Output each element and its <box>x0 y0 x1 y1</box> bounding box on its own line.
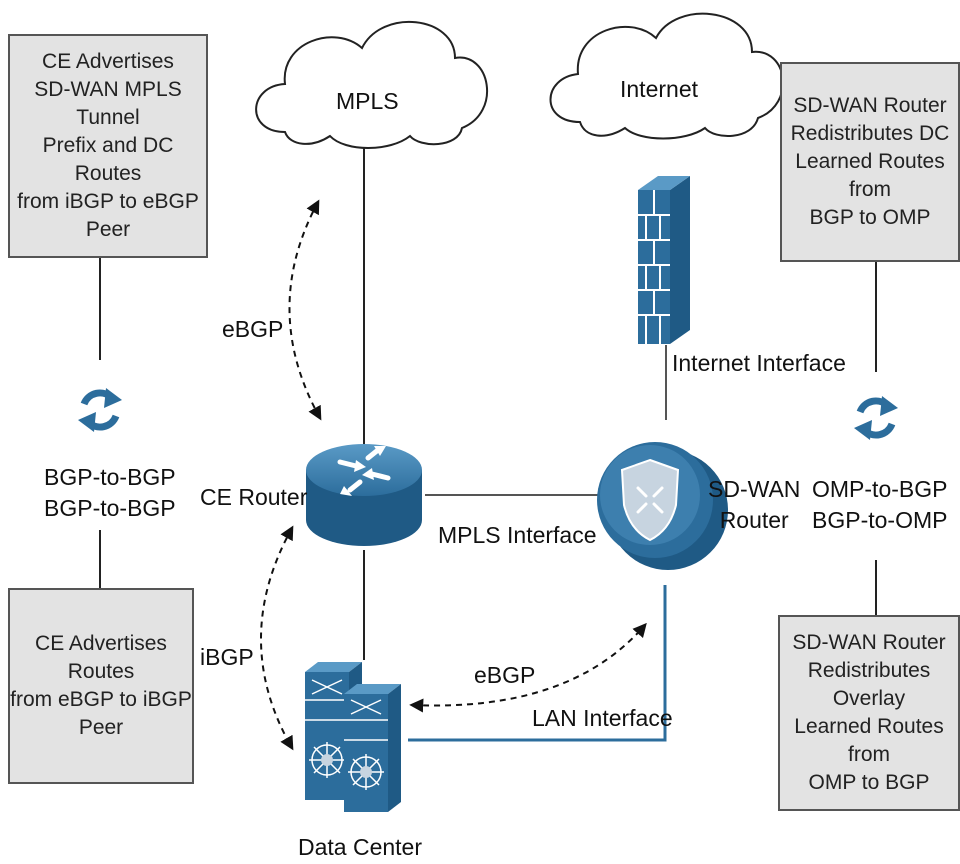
sdwan-router-label: SD-WAN Router <box>708 476 801 533</box>
link-lan-interface <box>408 585 667 742</box>
box-ce-advertises-ebgp-to-ibgp: CE Advertises Routes from eBGP to iBGP P… <box>8 588 194 784</box>
ibgp-arrow <box>260 525 294 751</box>
ibgp-label: iBGP <box>200 644 254 670</box>
lan-interface-label: LAN Interface <box>532 705 673 731</box>
firewall-icon <box>638 176 690 344</box>
box-ce-advertises-ibgp-to-ebgp: CE Advertises SD-WAN MPLS Tunnel Prefix … <box>8 34 208 258</box>
redistribution-left-label: BGP-to-BGP BGP-to-BGP <box>44 464 176 521</box>
data-center-switch-icon <box>344 684 401 812</box>
mpls-interface-label: MPLS Interface <box>438 522 597 548</box>
internet-cloud <box>549 12 784 140</box>
redistribution-right-label: OMP-to-BGP BGP-to-OMP <box>812 476 948 533</box>
internet-cloud-label: Internet <box>620 76 698 102</box>
box-text: CE Advertises Routes from eBGP to iBGP P… <box>10 632 192 739</box>
sync-icon <box>78 388 122 432</box>
mpls-cloud <box>255 20 489 149</box>
box-text: CE Advertises SD-WAN MPLS Tunnel Prefix … <box>17 50 199 241</box>
data-center-label: Data Center <box>298 834 423 860</box>
internet-interface-label: Internet Interface <box>672 350 846 376</box>
ebgp-mpls-arrow <box>288 199 322 421</box>
ebgp-dc-label: eBGP <box>474 662 536 688</box>
ebgp-dc-arrow <box>409 622 647 713</box>
ebgp-mpls-label: eBGP <box>222 316 284 342</box>
box-text: SD-WAN Router Redistributes Overlay Lear… <box>792 631 946 794</box>
box-text: SD-WAN Router Redistributes DC Learned R… <box>790 94 950 229</box>
ce-router-label: CE Router <box>200 484 308 510</box>
mpls-cloud-label: MPLS <box>336 88 399 114</box>
ce-router-icon <box>306 444 422 546</box>
box-sdwan-redistributes-bgp-to-omp: SD-WAN Router Redistributes DC Learned R… <box>780 62 960 262</box>
sync-icon <box>854 396 898 440</box>
sdwan-router-icon <box>597 442 728 570</box>
box-sdwan-redistributes-omp-to-bgp: SD-WAN Router Redistributes Overlay Lear… <box>778 615 960 811</box>
